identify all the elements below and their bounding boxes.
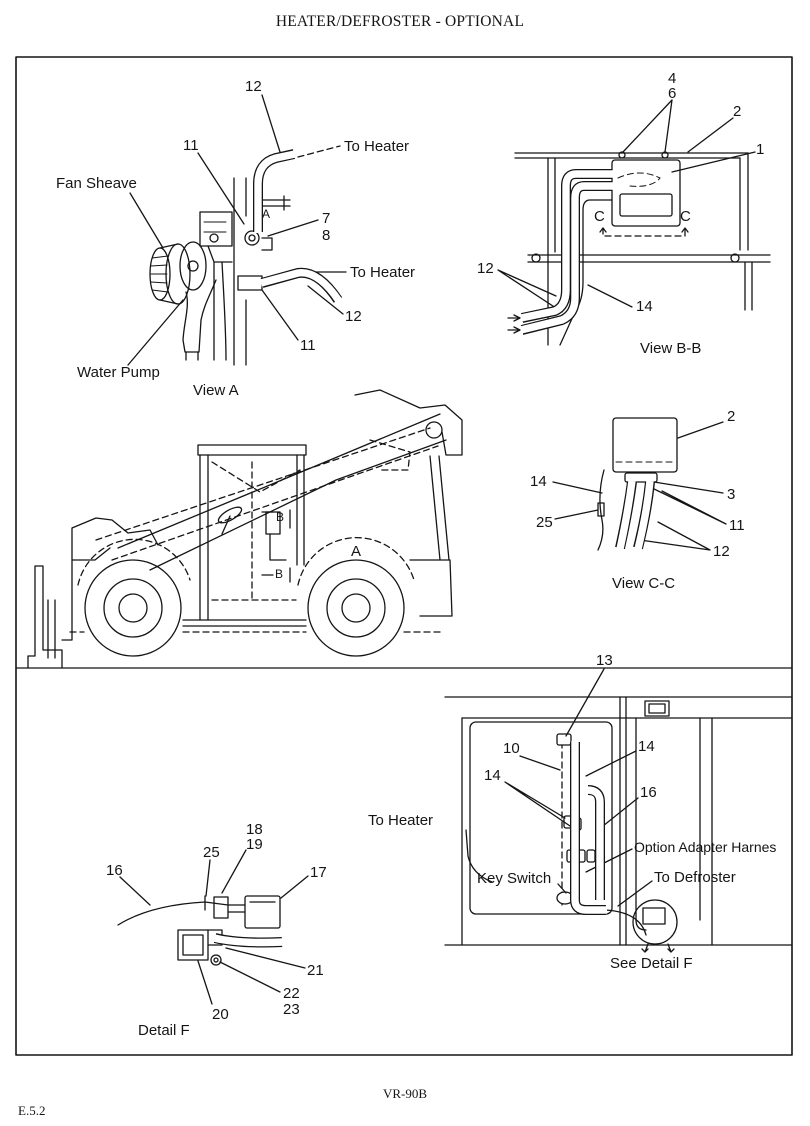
machine-section-b-lower: B [275, 567, 283, 581]
view-a-callout-8: 8 [322, 227, 330, 244]
view-bb-callout-12: 12 [477, 260, 494, 277]
view-a-callout-12-lower: 12 [345, 308, 362, 325]
harness-see-detail: See Detail F [610, 955, 693, 972]
view-a-drawing [127, 94, 347, 366]
harness-to-heater: To Heater [368, 812, 433, 829]
connector-13 [556, 733, 572, 746]
cab-harness-drawing [444, 668, 793, 953]
right-tire [307, 559, 405, 657]
view-bb-callout-6: 6 [668, 85, 676, 102]
harness-key-switch: Key Switch [477, 870, 551, 887]
view-cc-callout-11: 11 [729, 517, 745, 534]
heater-unit-section [612, 417, 678, 473]
model-number: VR-90B [383, 1086, 427, 1101]
view-a-marker: A [262, 207, 270, 221]
view-bb-drawing [497, 99, 771, 346]
machine-section-b-upper: B [276, 510, 284, 524]
view-a-to-heater-lower: To Heater [350, 264, 415, 281]
telehandler-drawing [27, 389, 463, 669]
fork-carriage [27, 565, 63, 669]
harness-callout-13: 13 [596, 652, 613, 669]
view-cc-callout-25: 25 [536, 514, 553, 531]
view-cc-drawing [552, 417, 727, 551]
page-title: HEATER/DEFROSTER - OPTIONAL [276, 13, 524, 30]
view-a-fan-sheave-label: Fan Sheave [56, 175, 137, 192]
page-number: E.5.2 [18, 1103, 45, 1118]
detail-f-callout-17: 17 [310, 864, 327, 881]
detail-f-callout-18: 18 [246, 821, 263, 838]
detail-f-callout-21: 21 [307, 962, 324, 979]
detail-f-drawing [117, 849, 309, 1005]
view-bb-caption: View B-B [640, 340, 701, 357]
detail-f-callout-19: 19 [246, 836, 263, 853]
view-a-water-pump-label: Water Pump [77, 364, 160, 381]
water-pump [182, 279, 217, 353]
view-a-callout-11-upper: 11 [183, 137, 199, 154]
detail-f-callout-22: 22 [283, 985, 300, 1002]
view-a-to-heater-upper: To Heater [344, 138, 409, 155]
detail-f-callout-20: 20 [212, 1006, 229, 1023]
harness-callout-16: 16 [640, 784, 657, 801]
detail-f-caption: Detail F [138, 1022, 190, 1039]
view-bb-callout-2: 2 [733, 103, 741, 120]
harness-to-defroster: To Defroster [654, 869, 736, 886]
detail-f-callout-25: 25 [203, 844, 220, 861]
harness-callout-14-left: 14 [484, 767, 501, 784]
view-cc-callout-14: 14 [530, 473, 547, 490]
switch-box [644, 700, 670, 717]
view-bb-section-c-right: C [680, 208, 691, 225]
view-cc-callout-3: 3 [727, 486, 735, 503]
left-tire [84, 559, 182, 657]
view-cc-caption: View C-C [612, 575, 675, 592]
harness-option-adapter: Option Adapter Harnes [634, 839, 776, 855]
view-cc-callout-2: 2 [727, 408, 735, 425]
view-a-callout-7: 7 [322, 210, 330, 227]
view-a-callout-11-lower: 11 [300, 337, 316, 354]
harness-callout-10: 10 [503, 740, 520, 757]
page-frame [15, 56, 793, 1056]
heater-unit [611, 159, 681, 227]
view-bb-callout-1: 1 [756, 141, 764, 158]
view-bb-callout-4: 4 [668, 70, 676, 87]
detail-f-callout-circle [632, 899, 678, 945]
view-cc-callout-12: 12 [713, 543, 730, 560]
harness-callout-14-right: 14 [638, 738, 655, 755]
component-17 [244, 895, 281, 929]
harness-16 [117, 901, 229, 926]
detail-f-callout-16: 16 [106, 862, 123, 879]
detail-f-callout-23: 23 [283, 1001, 300, 1018]
view-a-caption: View A [193, 382, 239, 399]
view-a-callout-12-upper: 12 [245, 78, 262, 95]
view-bb-callout-14: 14 [636, 298, 653, 315]
view-bb-section-c-left: C [594, 208, 605, 225]
machine-view-a-marker: A [351, 543, 361, 560]
